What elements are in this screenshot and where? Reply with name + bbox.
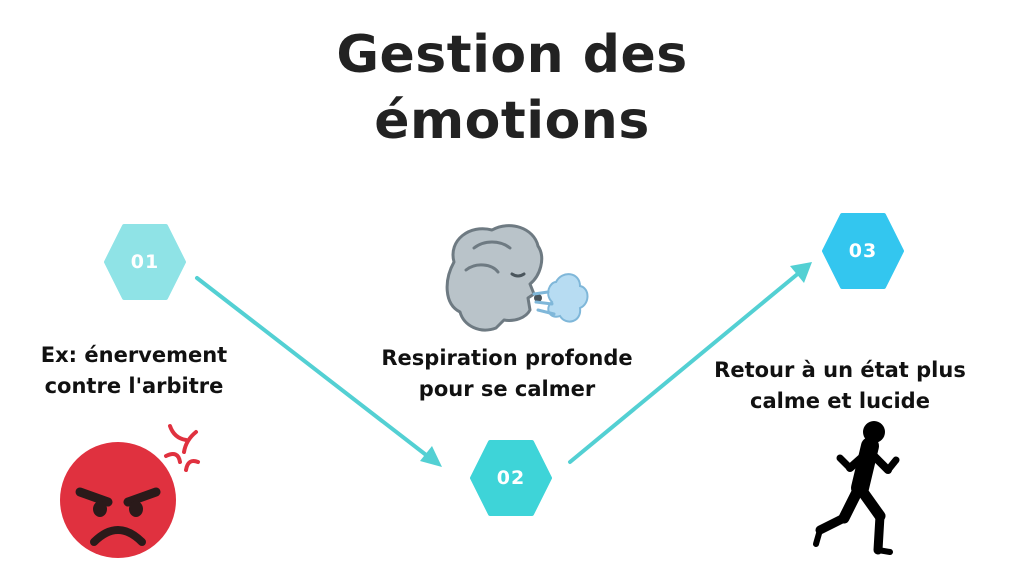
step-number: 02: [496, 467, 526, 489]
step-badge-02: 02: [470, 440, 552, 516]
caption-line: Respiration profonde: [381, 346, 633, 370]
anger-symbol-icon: [164, 424, 200, 472]
step-number: 03: [848, 240, 878, 262]
diagram-title: Gestion des émotions: [0, 22, 1024, 154]
title-line-2: émotions: [374, 91, 650, 151]
hexagon-shape: [470, 440, 552, 516]
arrow-01-to-02: [195, 276, 442, 467]
hexagon-shape: [104, 224, 186, 300]
runner-silhouette-icon: [813, 421, 900, 555]
step-badge-01: 01: [104, 224, 186, 300]
blowing-wind-face-icon: [445, 224, 589, 332]
step-caption-02: Respiration profonde pour se calmer: [348, 343, 666, 405]
step-badge-03: 03: [822, 213, 904, 289]
step-number: 01: [130, 251, 160, 273]
arrow-02-to-03: [568, 262, 812, 464]
step-caption-01: Ex: énervement contre l'arbitre: [10, 340, 258, 402]
caption-line: calme et lucide: [750, 389, 930, 413]
hexagon-shape: [822, 213, 904, 289]
caption-line: Ex: énervement: [40, 343, 228, 367]
step-caption-03: Retour à un état plus calme et lucide: [690, 355, 990, 417]
angry-face-icon: [60, 424, 200, 558]
title-line-1: Gestion des: [336, 25, 688, 85]
caption-line: Retour à un état plus: [714, 358, 966, 382]
caption-line: contre l'arbitre: [44, 374, 224, 398]
caption-line: pour se calmer: [418, 377, 596, 401]
